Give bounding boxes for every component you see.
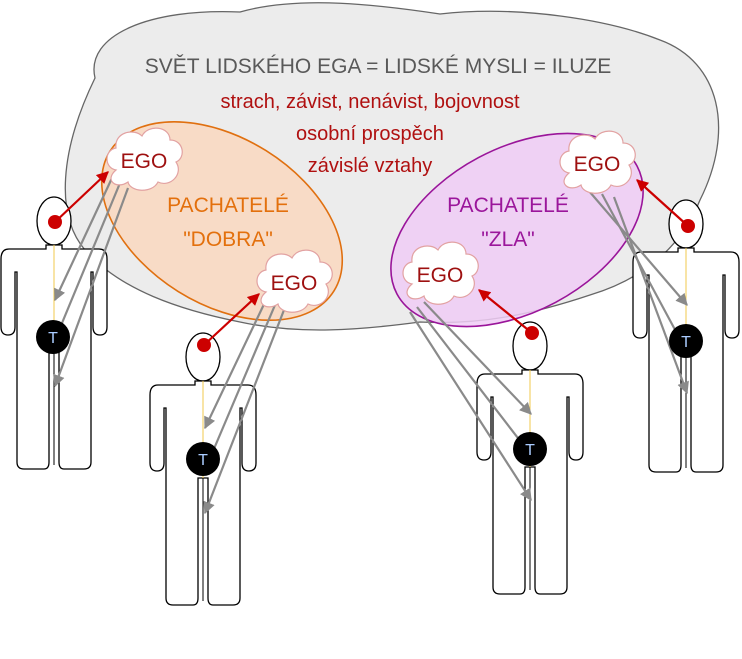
mind-dot-3 <box>525 326 539 340</box>
mind-dot-1 <box>48 215 62 229</box>
heart-t-label-4: T <box>681 334 691 351</box>
ego-cloud-4: EGO <box>559 130 636 194</box>
mind-dot-2 <box>197 338 211 352</box>
ego-influence-arrows <box>53 177 689 515</box>
traits-line-3: závislé vztahy <box>308 155 433 177</box>
traits-line-1: strach, závist, nenávist, bojovnost <box>220 91 519 113</box>
evil-doers-label-2: "ZLA" <box>481 228 534 251</box>
heart-t-label-2: T <box>198 452 208 469</box>
heart-t-3: T <box>513 432 547 466</box>
ego-label-2: EGO <box>271 272 318 295</box>
heart-t-2: T <box>186 442 220 476</box>
ego-label-1: EGO <box>121 150 168 173</box>
good-doers-label-1: PACHATELÉ <box>167 194 289 217</box>
ego-label-4: EGO <box>574 153 621 176</box>
mind-dot-4 <box>681 219 695 233</box>
ego-cloud-2: EGO <box>256 249 333 313</box>
heart-t-label-1: T <box>48 330 58 347</box>
ego-label-3: EGO <box>417 264 464 287</box>
good-doers-label-2: "DOBRA" <box>183 228 273 251</box>
traits-line-2: osobní prospěch <box>296 123 444 145</box>
diagram-title: SVĚT LIDSKÉHO EGA = LIDSKÉ MYSLI = ILUZE <box>145 55 611 78</box>
mind-to-ego-arrows <box>54 171 689 346</box>
heart-t-1: T <box>36 320 70 354</box>
evil-doers-label-1: PACHATELÉ <box>447 194 569 217</box>
ego-cloud-1: EGO <box>106 127 183 191</box>
heart-t-label-3: T <box>525 442 535 459</box>
ego-cloud-3: EGO <box>402 241 479 305</box>
heart-t-4: T <box>669 324 703 358</box>
